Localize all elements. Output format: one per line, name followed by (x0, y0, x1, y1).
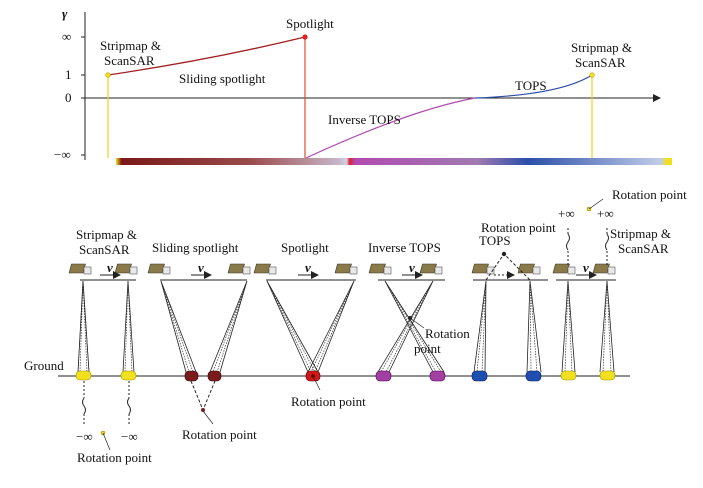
sliding-footprint-2 (207, 370, 222, 382)
mode-spotlight-title: Spotlight (281, 240, 329, 255)
stripmap-right-footprint-1 (560, 370, 577, 381)
satellite-icon (471, 263, 495, 275)
stripmap-footprint-1 (75, 370, 92, 381)
tick-zero: 0 (65, 90, 72, 105)
y-axis-label: γ (62, 6, 68, 21)
inverse-tops-panel: v Rotation point (375, 260, 470, 382)
stripmap-right-panel: v +∞ +∞ Rotation point (556, 187, 687, 381)
stripmap-footprint-2 (120, 370, 137, 381)
inverse-tops-footprint-2 (429, 370, 446, 382)
rotation-point-sliding: Rotation point (182, 427, 257, 442)
mode-inverse-tops-title: Inverse TOPS (368, 240, 441, 255)
mode-stripmap-right-title-2: ScanSAR (618, 241, 669, 256)
ground-label: Ground (24, 358, 64, 373)
velocity-label: v (198, 260, 204, 275)
spotlight-marker (302, 34, 308, 40)
rotation-point-tops: Rotation point (481, 220, 556, 235)
mode-sliding-spotlight-title: Sliding spotlight (152, 240, 239, 255)
mode-stripmap-title-1: Stripmap & (76, 227, 137, 242)
rotation-point-stripmap: Rotation point (77, 450, 152, 465)
neg-inf-label-1: −∞ (76, 429, 93, 444)
inverse-tops-curve (305, 97, 476, 159)
rotation-point-right: Rotation point (612, 187, 687, 202)
satellite-icon (253, 263, 277, 275)
tops-panel: Rotation point (471, 220, 556, 382)
satellite-icon (419, 263, 443, 275)
label-tops: TOPS (515, 78, 547, 93)
mode-tops-title: TOPS (479, 233, 511, 248)
spotlight-panel: v Rotation point (266, 260, 366, 409)
stripmap-panel: v −∞ −∞ Rotation point (75, 260, 152, 465)
label-inverse-tops: Inverse TOPS (328, 112, 401, 127)
satellite-icon (147, 263, 171, 275)
mode-stripmap-title-2: ScanSAR (79, 242, 130, 257)
label-stripmap-left-1: Stripmap & (100, 38, 161, 53)
mode-color-bar (116, 158, 672, 165)
stripmap-right-footprint-2 (599, 370, 616, 381)
satellite-icon (552, 263, 576, 275)
satellite-icon (592, 263, 616, 275)
label-stripmap-right-2: ScanSAR (575, 55, 626, 70)
label-stripmap-left-2: ScanSAR (104, 53, 155, 68)
neg-inf-label-2: −∞ (121, 429, 138, 444)
tops-curve (474, 74, 593, 99)
label-sliding-spotlight: Sliding spotlight (179, 71, 266, 86)
velocity-label: v (107, 260, 113, 275)
satellite-icon (227, 263, 251, 275)
tick-infinity: ∞ (62, 29, 71, 44)
satellite-icon (368, 263, 392, 275)
velocity-label: v (305, 260, 311, 275)
velocity-label: v (409, 260, 415, 275)
inverse-tops-footprint-1 (375, 370, 392, 382)
sliding-spotlight-panel: v Rotation point (160, 260, 257, 442)
velocity-label: v (583, 260, 589, 275)
satellite-icon (334, 263, 358, 275)
pos-inf-label-2: +∞ (597, 206, 614, 221)
satellites (68, 263, 616, 275)
rotation-point-inverse-1: Rotation (425, 326, 470, 341)
tick-one: 1 (65, 67, 72, 82)
tops-footprint-2 (525, 370, 542, 382)
rotation-point-inverse-2: point (414, 341, 441, 356)
top-panel: γ ∞ 1 0 −∞ Stripmap & ScanSAR Spotlight … (54, 6, 672, 165)
sliding-footprint-1 (184, 370, 199, 382)
bottom-panel: Ground Stripmap & ScanSAR Sliding spotli… (24, 187, 687, 465)
label-spotlight: Spotlight (286, 16, 334, 31)
satellite-icon (68, 263, 92, 275)
label-stripmap-right-1: Stripmap & (571, 40, 632, 55)
sliding-spotlight-curve (107, 36, 306, 76)
satellite-icon (517, 263, 541, 275)
mode-stripmap-right-title-1: Stripmap & (610, 226, 671, 241)
pos-inf-label-1: +∞ (558, 206, 575, 221)
tops-footprint-1 (471, 370, 488, 382)
tick-neg-infinity: −∞ (54, 147, 71, 162)
satellite-icon (114, 263, 138, 275)
rotation-point-spotlight: Rotation point (291, 394, 366, 409)
